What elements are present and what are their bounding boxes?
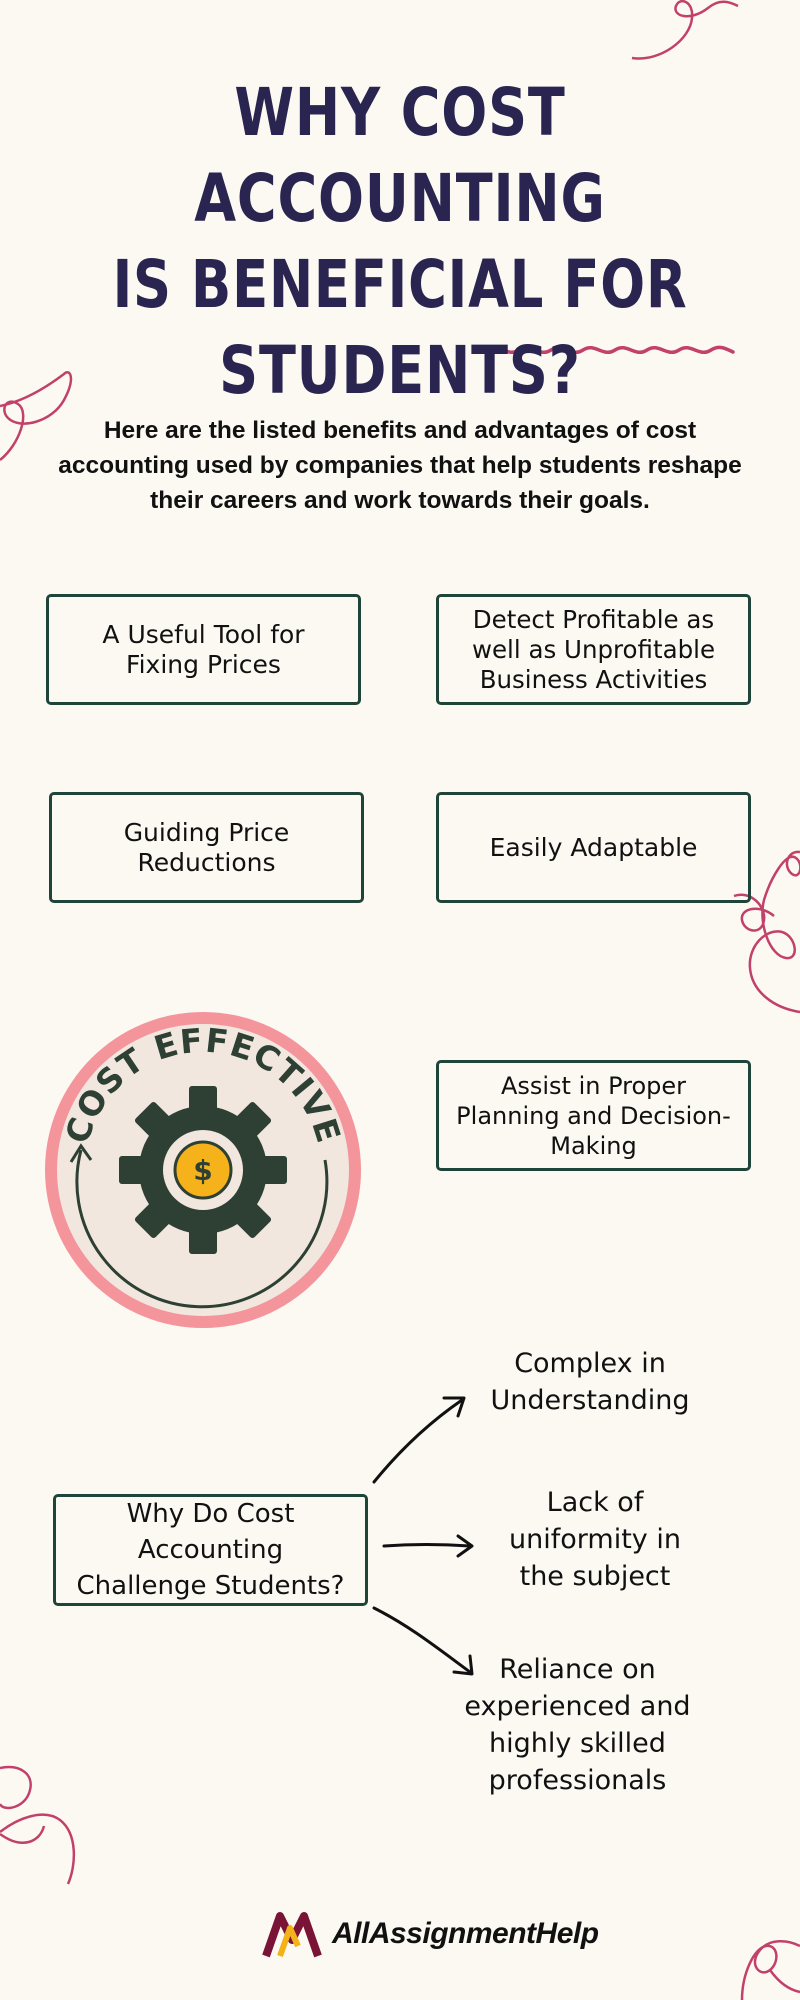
brand-logo[interactable]: AllAssignmentHelp xyxy=(262,1908,599,1960)
question-text: Why Do Cost xyxy=(126,1499,295,1529)
title-line: WHY COST ACCOUNTING xyxy=(194,74,606,237)
benefit-text: Guiding Price xyxy=(123,817,290,847)
brand-name: AllAssignmentHelp xyxy=(332,1917,599,1950)
challenge-item-complex: Complex in Understanding xyxy=(470,1345,710,1419)
benefit-text: Planning and Decision- xyxy=(456,1101,731,1130)
benefit-text: A Useful Tool for xyxy=(102,619,305,649)
challenge-text: Complex in xyxy=(514,1348,666,1379)
challenge-text: uniformity in xyxy=(509,1524,681,1555)
benefit-text: Reductions xyxy=(137,847,276,877)
intro-line: accounting used by companies that help s… xyxy=(58,452,742,479)
challenge-text: Understanding xyxy=(490,1385,690,1416)
benefit-text: Assist in Proper xyxy=(500,1071,687,1100)
wave-underline-decoration xyxy=(485,345,735,354)
challenge-item-reliance: Reliance on experienced and highly skill… xyxy=(455,1651,700,1799)
intro-line: their careers and work towards their goa… xyxy=(150,487,650,514)
challenge-item-uniformity: Lack of uniformity in the subject xyxy=(480,1484,710,1595)
benefit-box-planning-decision: Assist in Proper Planning and Decision- … xyxy=(436,1060,751,1171)
challenge-text: professionals xyxy=(488,1765,667,1796)
gear-dollar-icon: $ xyxy=(119,1086,287,1254)
benefit-text: Business Activities xyxy=(479,664,708,694)
challenge-text: experienced and xyxy=(464,1691,691,1722)
question-text: Accounting xyxy=(137,1535,284,1565)
page-title: WHY COST ACCOUNTING IS BENEFICIAL FOR ST… xyxy=(0,70,800,414)
benefit-box-price-reductions: Guiding Price Reductions xyxy=(49,792,364,903)
benefit-box-easily-adaptable: Easily Adaptable xyxy=(436,792,751,903)
swirl-decoration-left-bottom xyxy=(0,1765,76,1885)
challenge-text: highly skilled xyxy=(489,1728,666,1759)
title-line: IS BENEFICIAL FOR xyxy=(112,246,688,323)
intro-paragraph: Here are the listed benefits and advanta… xyxy=(30,413,770,518)
challenge-text: Reliance on xyxy=(499,1654,656,1685)
benefit-text: well as Unprofitable xyxy=(471,634,716,664)
challenges-question-box: Why Do Cost Accounting Challenge Student… xyxy=(53,1494,368,1606)
challenge-text: the subject xyxy=(519,1561,671,1592)
challenge-text: Lack of xyxy=(546,1487,644,1518)
title-line: STUDENTS? xyxy=(219,332,581,409)
swirl-decoration-top-right xyxy=(631,0,739,60)
intro-line: Here are the listed benefits and advanta… xyxy=(103,417,697,444)
aah-logo-icon xyxy=(262,1912,322,1958)
benefit-text: Detect Profitable as xyxy=(472,604,715,634)
question-text: Challenge Students? xyxy=(76,1571,345,1601)
dollar-symbol: $ xyxy=(193,1154,212,1187)
benefit-text: Easily Adaptable xyxy=(489,832,698,862)
benefit-box-fixing-prices: A Useful Tool for Fixing Prices xyxy=(46,594,361,705)
swirl-decoration-bottom-right xyxy=(740,1940,800,2000)
benefit-text: Fixing Prices xyxy=(126,649,281,679)
swirl-decoration-left-top xyxy=(0,371,73,461)
benefit-box-detect-profitable: Detect Profitable as well as Unprofitabl… xyxy=(436,594,751,705)
cost-effective-badge: COST EFFECTIVE $ xyxy=(45,1012,361,1328)
swirl-decoration-right-middle xyxy=(733,850,800,1014)
benefit-text: Making xyxy=(550,1131,637,1160)
